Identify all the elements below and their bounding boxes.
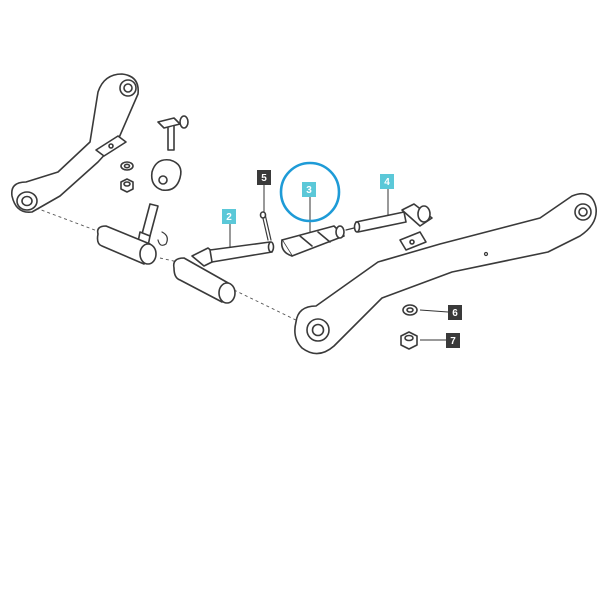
callout-3[interactable]: 3: [302, 182, 316, 197]
callout-2-label: 2: [226, 212, 232, 223]
part-7-nut: [400, 331, 418, 350]
callout-5-label: 5: [261, 173, 267, 184]
part-6-washer: [402, 304, 418, 316]
left-sleeve: [96, 225, 157, 265]
callout-7[interactable]: 7: [446, 333, 460, 348]
highlight-ring: [279, 161, 341, 223]
assembly-guide-lines: [35, 207, 301, 323]
callout-3-label: 3: [306, 185, 312, 196]
callout-6-label: 6: [452, 308, 458, 319]
leader-lines: [229, 184, 449, 341]
left-arm-hardware: [120, 115, 189, 247]
callout-6-box: [448, 305, 462, 320]
callout-4[interactable]: 4: [380, 174, 394, 189]
callout-7-label: 7: [450, 336, 456, 347]
part-4-pin: [353, 203, 433, 233]
right-lift-arm: [294, 192, 597, 355]
callout-2-box: [222, 209, 236, 224]
callout-4-label: 4: [384, 177, 390, 188]
callout-3-box: [302, 182, 316, 197]
part-5-split-pin: [259, 211, 272, 241]
left-lift-arm: [10, 73, 139, 213]
part-3-turnbuckle: [280, 225, 355, 257]
callout-7-box: [446, 333, 460, 348]
callout-6[interactable]: 6: [448, 305, 462, 320]
part-2-pin: [172, 241, 275, 304]
callout-4-box: [380, 174, 394, 189]
callout-5[interactable]: 5: [257, 170, 271, 185]
callout-5-box: [257, 170, 271, 185]
callout-2[interactable]: 2: [222, 209, 236, 224]
